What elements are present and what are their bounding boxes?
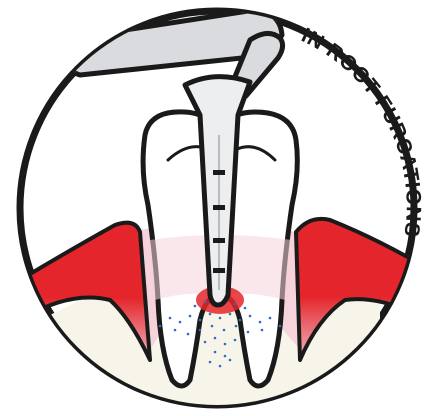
furcation-illustration: IN ROOT FURCATIONS <box>0 0 433 416</box>
